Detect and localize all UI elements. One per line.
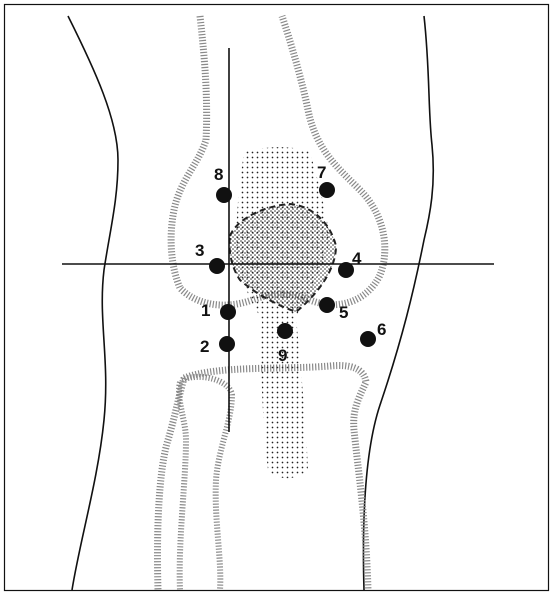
point-1-label: 1 — [201, 301, 210, 320]
point-6-label: 6 — [377, 320, 386, 339]
point-5-label: 5 — [339, 303, 348, 322]
point-2-label: 2 — [200, 337, 209, 356]
point-2-marker — [219, 336, 235, 352]
point-1-marker — [220, 304, 236, 320]
point-7-label: 7 — [317, 163, 326, 182]
point-9-marker — [277, 323, 293, 339]
point-7-marker — [319, 182, 335, 198]
point-8-label: 8 — [214, 165, 223, 184]
point-6-marker — [360, 331, 376, 347]
point-9-label: 9 — [278, 346, 287, 365]
point-3-marker — [209, 258, 225, 274]
point-8-marker — [216, 187, 232, 203]
point-5-marker — [319, 297, 335, 313]
point-3-label: 3 — [195, 241, 204, 260]
point-4-label: 4 — [352, 249, 362, 268]
